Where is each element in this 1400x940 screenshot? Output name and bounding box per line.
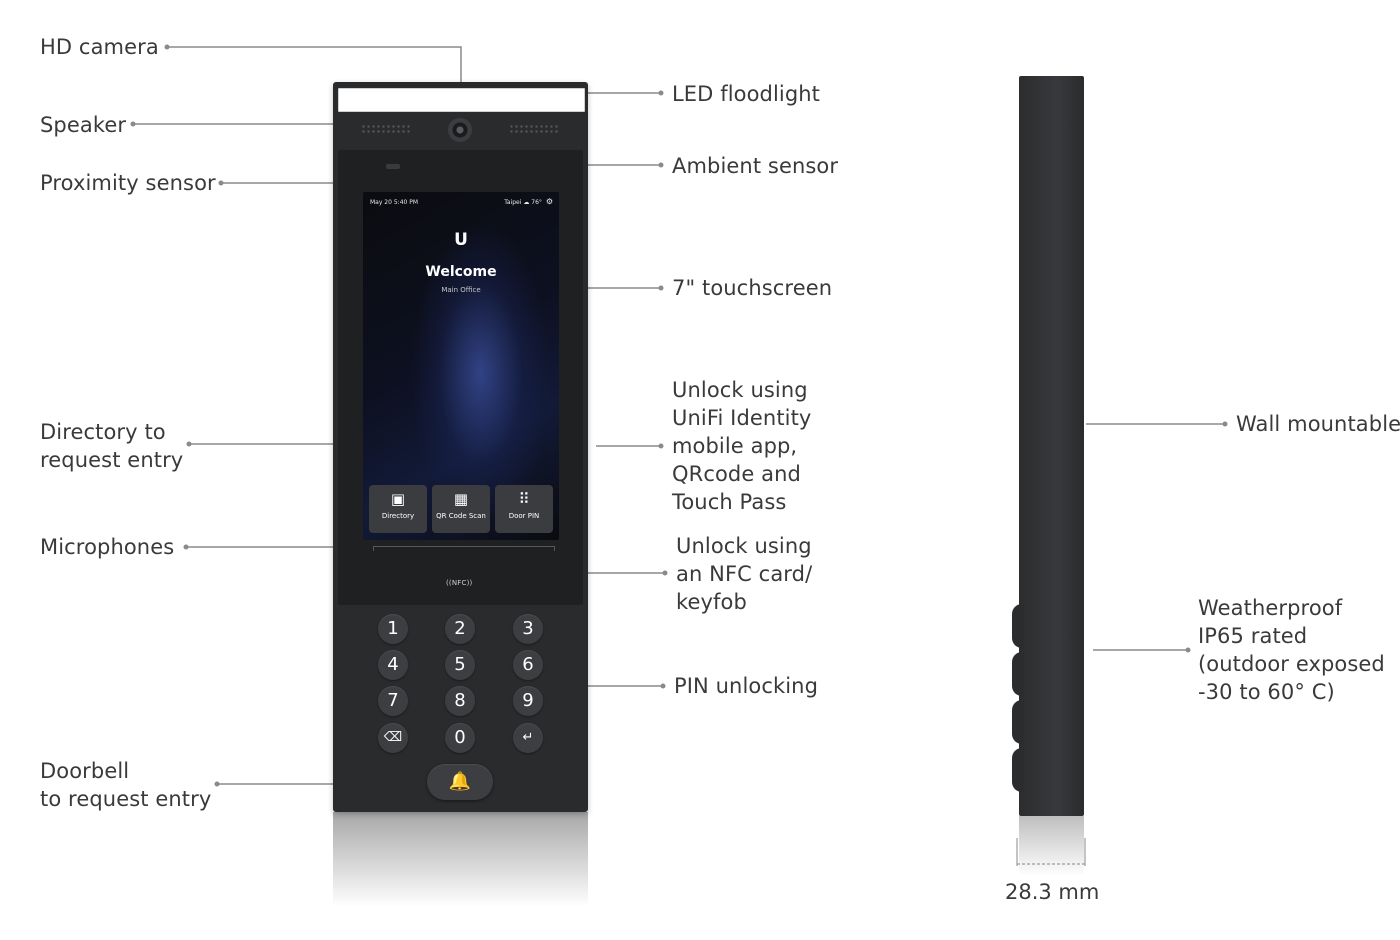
label-microphones: Microphones bbox=[40, 535, 175, 559]
device-reflection bbox=[333, 812, 588, 907]
qr-code-icon: ▦ bbox=[453, 490, 469, 508]
welcome-subtitle: Main Office bbox=[441, 286, 481, 294]
label-unlock-app-line4: QRcode and bbox=[672, 462, 801, 486]
label-directory: Directory to request entry bbox=[40, 418, 183, 474]
led-floodlight bbox=[338, 88, 585, 112]
directory-button-label: Directory bbox=[381, 512, 415, 520]
label-weatherproof: Weatherproof IP65 rated (outdoor exposed… bbox=[1198, 594, 1385, 706]
bell-icon: 🔔 bbox=[448, 771, 472, 792]
qr-code-scan-button[interactable]: ▦ QR Code Scan bbox=[432, 485, 490, 533]
key-2[interactable]: 2 bbox=[445, 614, 475, 644]
key-4[interactable]: 4 bbox=[378, 650, 408, 680]
label-unlock-nfc-line3: keyfob bbox=[676, 590, 747, 614]
door-pin-label: Door PIN bbox=[508, 512, 540, 520]
label-unlock-app-line1: Unlock using bbox=[672, 378, 808, 402]
label-unlock-app-line5: Touch Pass bbox=[672, 490, 787, 514]
microphone-strip bbox=[373, 546, 555, 551]
welcome-title: Welcome bbox=[425, 264, 497, 280]
side-device bbox=[1019, 76, 1084, 816]
label-weatherproof-line1: Weatherproof bbox=[1198, 596, 1343, 620]
speaker-grille-left bbox=[361, 124, 411, 134]
label-directory-line1: Directory to bbox=[40, 420, 166, 444]
unifi-logo-icon: U bbox=[454, 230, 468, 250]
key-7[interactable]: 7 bbox=[378, 686, 408, 716]
key-5[interactable]: 5 bbox=[445, 650, 475, 680]
label-unlock-app: Unlock using UniFi Identity mobile app, … bbox=[672, 376, 811, 516]
label-unlock-nfc: Unlock using an NFC card/ keyfob bbox=[676, 532, 812, 616]
screen-weather: Taipei ☁ 76° ⚙ bbox=[504, 197, 553, 206]
key-8[interactable]: 8 bbox=[445, 686, 475, 716]
side-device-reflection bbox=[1019, 816, 1084, 876]
label-weatherproof-line2: IP65 rated bbox=[1198, 624, 1308, 648]
label-doorbell: Doorbell to request entry bbox=[40, 757, 211, 813]
label-doorbell-line1: Doorbell bbox=[40, 759, 130, 783]
side-button-bump bbox=[1012, 652, 1024, 696]
label-touchscreen: 7" touchscreen bbox=[672, 276, 833, 300]
label-unlock-nfc-line2: an NFC card/ bbox=[676, 562, 813, 586]
label-weatherproof-line4: -30 to 60° C) bbox=[1198, 680, 1335, 704]
key-6[interactable]: 6 bbox=[513, 650, 543, 680]
label-doorbell-line2: to request entry bbox=[40, 787, 212, 811]
qr-code-scan-label: QR Code Scan bbox=[436, 512, 486, 520]
label-thickness: 28.3 mm bbox=[1005, 880, 1100, 904]
label-proximity-sensor: Proximity sensor bbox=[40, 171, 216, 195]
camera-lens-icon bbox=[448, 118, 472, 142]
label-hd-camera: HD camera bbox=[40, 35, 159, 59]
proximity-sensor bbox=[386, 164, 400, 169]
label-ambient-sensor: Ambient sensor bbox=[672, 154, 839, 178]
door-pin-button[interactable]: ⠿ Door PIN bbox=[495, 485, 553, 533]
label-unlock-app-line2: UniFi Identity bbox=[672, 406, 812, 430]
enter-key-icon[interactable]: ↵ bbox=[513, 723, 543, 753]
gear-icon[interactable]: ⚙ bbox=[545, 197, 553, 206]
touchscreen[interactable]: May 20 5:40 PM Taipei ☁ 76° ⚙ U Welcome … bbox=[363, 192, 559, 540]
label-unlock-nfc-line1: Unlock using bbox=[676, 534, 812, 558]
label-led-floodlight: LED floodlight bbox=[672, 82, 821, 106]
label-unlock-app-line3: mobile app, bbox=[672, 434, 798, 458]
label-weatherproof-line3: (outdoor exposed bbox=[1198, 652, 1385, 676]
screen-temperature: 76° bbox=[531, 199, 542, 206]
key-9[interactable]: 9 bbox=[513, 686, 543, 716]
side-button-bump bbox=[1012, 748, 1024, 792]
directory-icon: ▣ bbox=[390, 490, 406, 508]
key-0[interactable]: 0 bbox=[445, 723, 475, 753]
label-wall-mountable: Wall mountable bbox=[1236, 412, 1400, 436]
nfc-icon[interactable]: ((NFC)) bbox=[446, 579, 473, 587]
doorbell-button[interactable]: 🔔 bbox=[427, 764, 493, 800]
keypad-icon: ⠿ bbox=[518, 490, 530, 508]
side-button-bump bbox=[1012, 700, 1024, 744]
speaker-grille-right bbox=[509, 124, 559, 134]
label-directory-line2: request entry bbox=[40, 448, 184, 472]
label-pin-unlocking: PIN unlocking bbox=[674, 674, 819, 698]
front-device: ((NFC)) May 20 5:40 PM Taipei ☁ 76° ⚙ U … bbox=[333, 82, 588, 812]
backspace-key-icon[interactable]: ⌫ bbox=[378, 723, 408, 753]
screen-location: Taipei bbox=[504, 199, 522, 206]
weather-icon: ☁ bbox=[523, 199, 530, 206]
key-3[interactable]: 3 bbox=[513, 614, 543, 644]
key-1[interactable]: 1 bbox=[378, 614, 408, 644]
label-speaker: Speaker bbox=[40, 113, 127, 137]
screen-date-time: May 20 5:40 PM bbox=[370, 199, 419, 206]
side-button-bump bbox=[1012, 604, 1024, 648]
directory-button[interactable]: ▣ Directory bbox=[369, 485, 427, 533]
